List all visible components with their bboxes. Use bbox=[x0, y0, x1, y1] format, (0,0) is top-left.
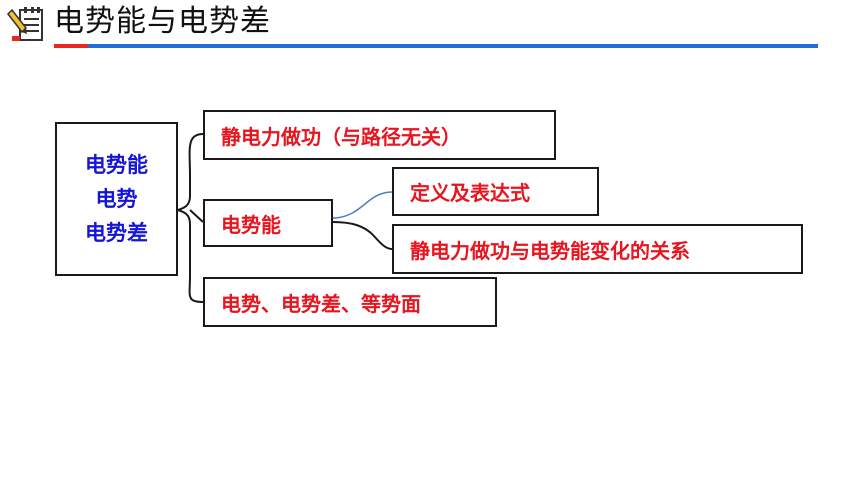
connector-to-relation bbox=[332, 221, 393, 250]
branch-label: 电势、电势差、等势面 bbox=[221, 291, 421, 316]
branch-work-by-field: 静电力做功（与路径无关） bbox=[203, 110, 556, 160]
branch-potential-and-equipotential: 电势、电势差、等势面 bbox=[203, 277, 497, 327]
title-underline-accent bbox=[54, 44, 88, 48]
sub-branch-label: 定义及表达式 bbox=[410, 181, 530, 205]
branch-label: 电势能 bbox=[221, 212, 281, 237]
branch-label: 静电力做功（与路径无关） bbox=[221, 124, 461, 149]
title-underline bbox=[88, 44, 818, 48]
brace-main-mid bbox=[189, 209, 204, 223]
sub-branch-work-energy-relation: 静电力做功与电势能变化的关系 bbox=[392, 224, 803, 274]
root-line-1: 电势能 bbox=[85, 153, 148, 177]
page-title: 电势能与电势差 bbox=[54, 4, 271, 39]
sub-branch-label: 静电力做功与电势能变化的关系 bbox=[410, 238, 690, 263]
brace-main bbox=[174, 133, 204, 303]
connector-to-definition bbox=[332, 191, 393, 219]
branch-potential-energy: 电势能 bbox=[203, 199, 333, 247]
root-line-2: 电势 bbox=[95, 187, 138, 211]
root-line-3: 电势差 bbox=[85, 221, 148, 245]
notebook-pencil-icon bbox=[7, 7, 43, 41]
sub-branch-definition: 定义及表达式 bbox=[392, 167, 599, 216]
root-topic-box: 电势能 电势 电势差 bbox=[55, 122, 178, 276]
